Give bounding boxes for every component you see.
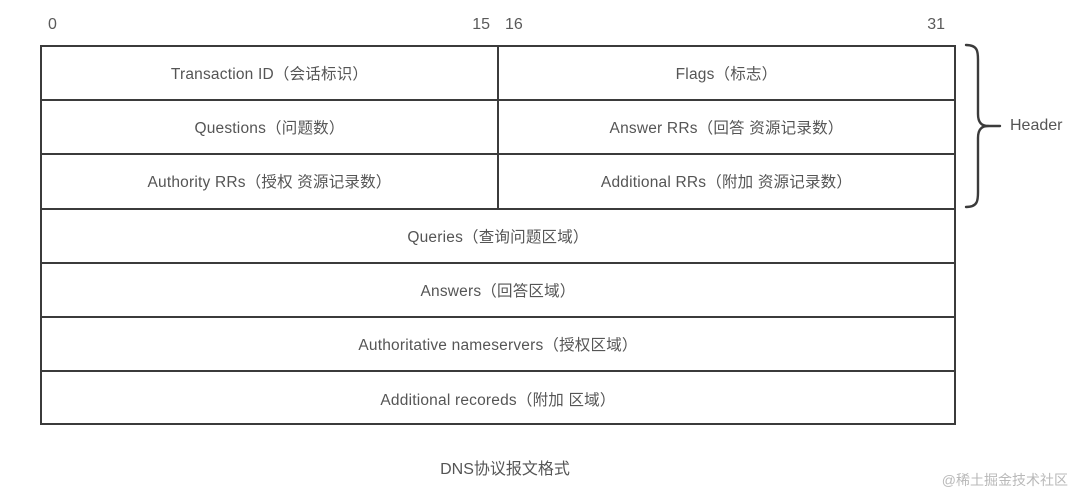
field-flags: Flags（标志） <box>675 66 778 84</box>
packet-field-table: Transaction ID（会话标识） Flags（标志） Questions… <box>40 45 956 425</box>
field-answers: Answers（回答区域） <box>420 282 576 300</box>
curly-brace-right-icon <box>962 40 1002 212</box>
packet-row-questions-answer-rrs: Questions（问题数） Answer RRs（回答 资源记录数） <box>42 101 954 156</box>
field-authority-rrs: Authority RRs（授权 资源记录数） <box>42 155 499 208</box>
packet-row-transaction-id-flags: Transaction ID（会话标识） Flags（标志） <box>42 47 954 102</box>
field-additional-rrs: Additional RRs（附加 资源记录数） <box>600 174 853 192</box>
header-group-label: Header <box>1010 117 1063 134</box>
field-authoritative-nameservers: Authoritative nameservers（授权区域） <box>358 337 638 355</box>
field-questions: Questions（问题数） <box>42 101 499 154</box>
source-watermark: @稀土掘金技术社区 <box>941 472 1068 488</box>
packet-row-authoritative-nameservers: Authoritative nameservers（授权区域） <box>42 318 954 373</box>
figure-caption: DNS协议报文格式 <box>440 461 570 478</box>
packet-row-answers: Answers（回答区域） <box>42 264 954 318</box>
packet-row-additional-records: Additional recoreds（附加 区域） <box>42 372 954 426</box>
packet-row-queries: Queries（查询问题区域） <box>42 210 954 264</box>
ruler-tick-16: 16 <box>505 16 523 33</box>
ruler-tick-31: 31 <box>927 16 945 33</box>
ruler-tick-15: 15 <box>472 16 490 33</box>
bit-position-ruler: 0 15 16 31 <box>40 14 956 38</box>
field-answer-rrs: Answer RRs（回答 资源记录数） <box>609 120 844 138</box>
field-additional-records: Additional recoreds（附加 区域） <box>380 392 616 410</box>
field-queries: Queries（查询问题区域） <box>407 228 589 246</box>
packet-row-authority-additional-rrs: Authority RRs（授权 资源记录数） Additional RRs（附… <box>42 155 954 210</box>
ruler-tick-0: 0 <box>48 16 57 33</box>
field-transaction-id: Transaction ID（会话标识） <box>42 47 499 100</box>
